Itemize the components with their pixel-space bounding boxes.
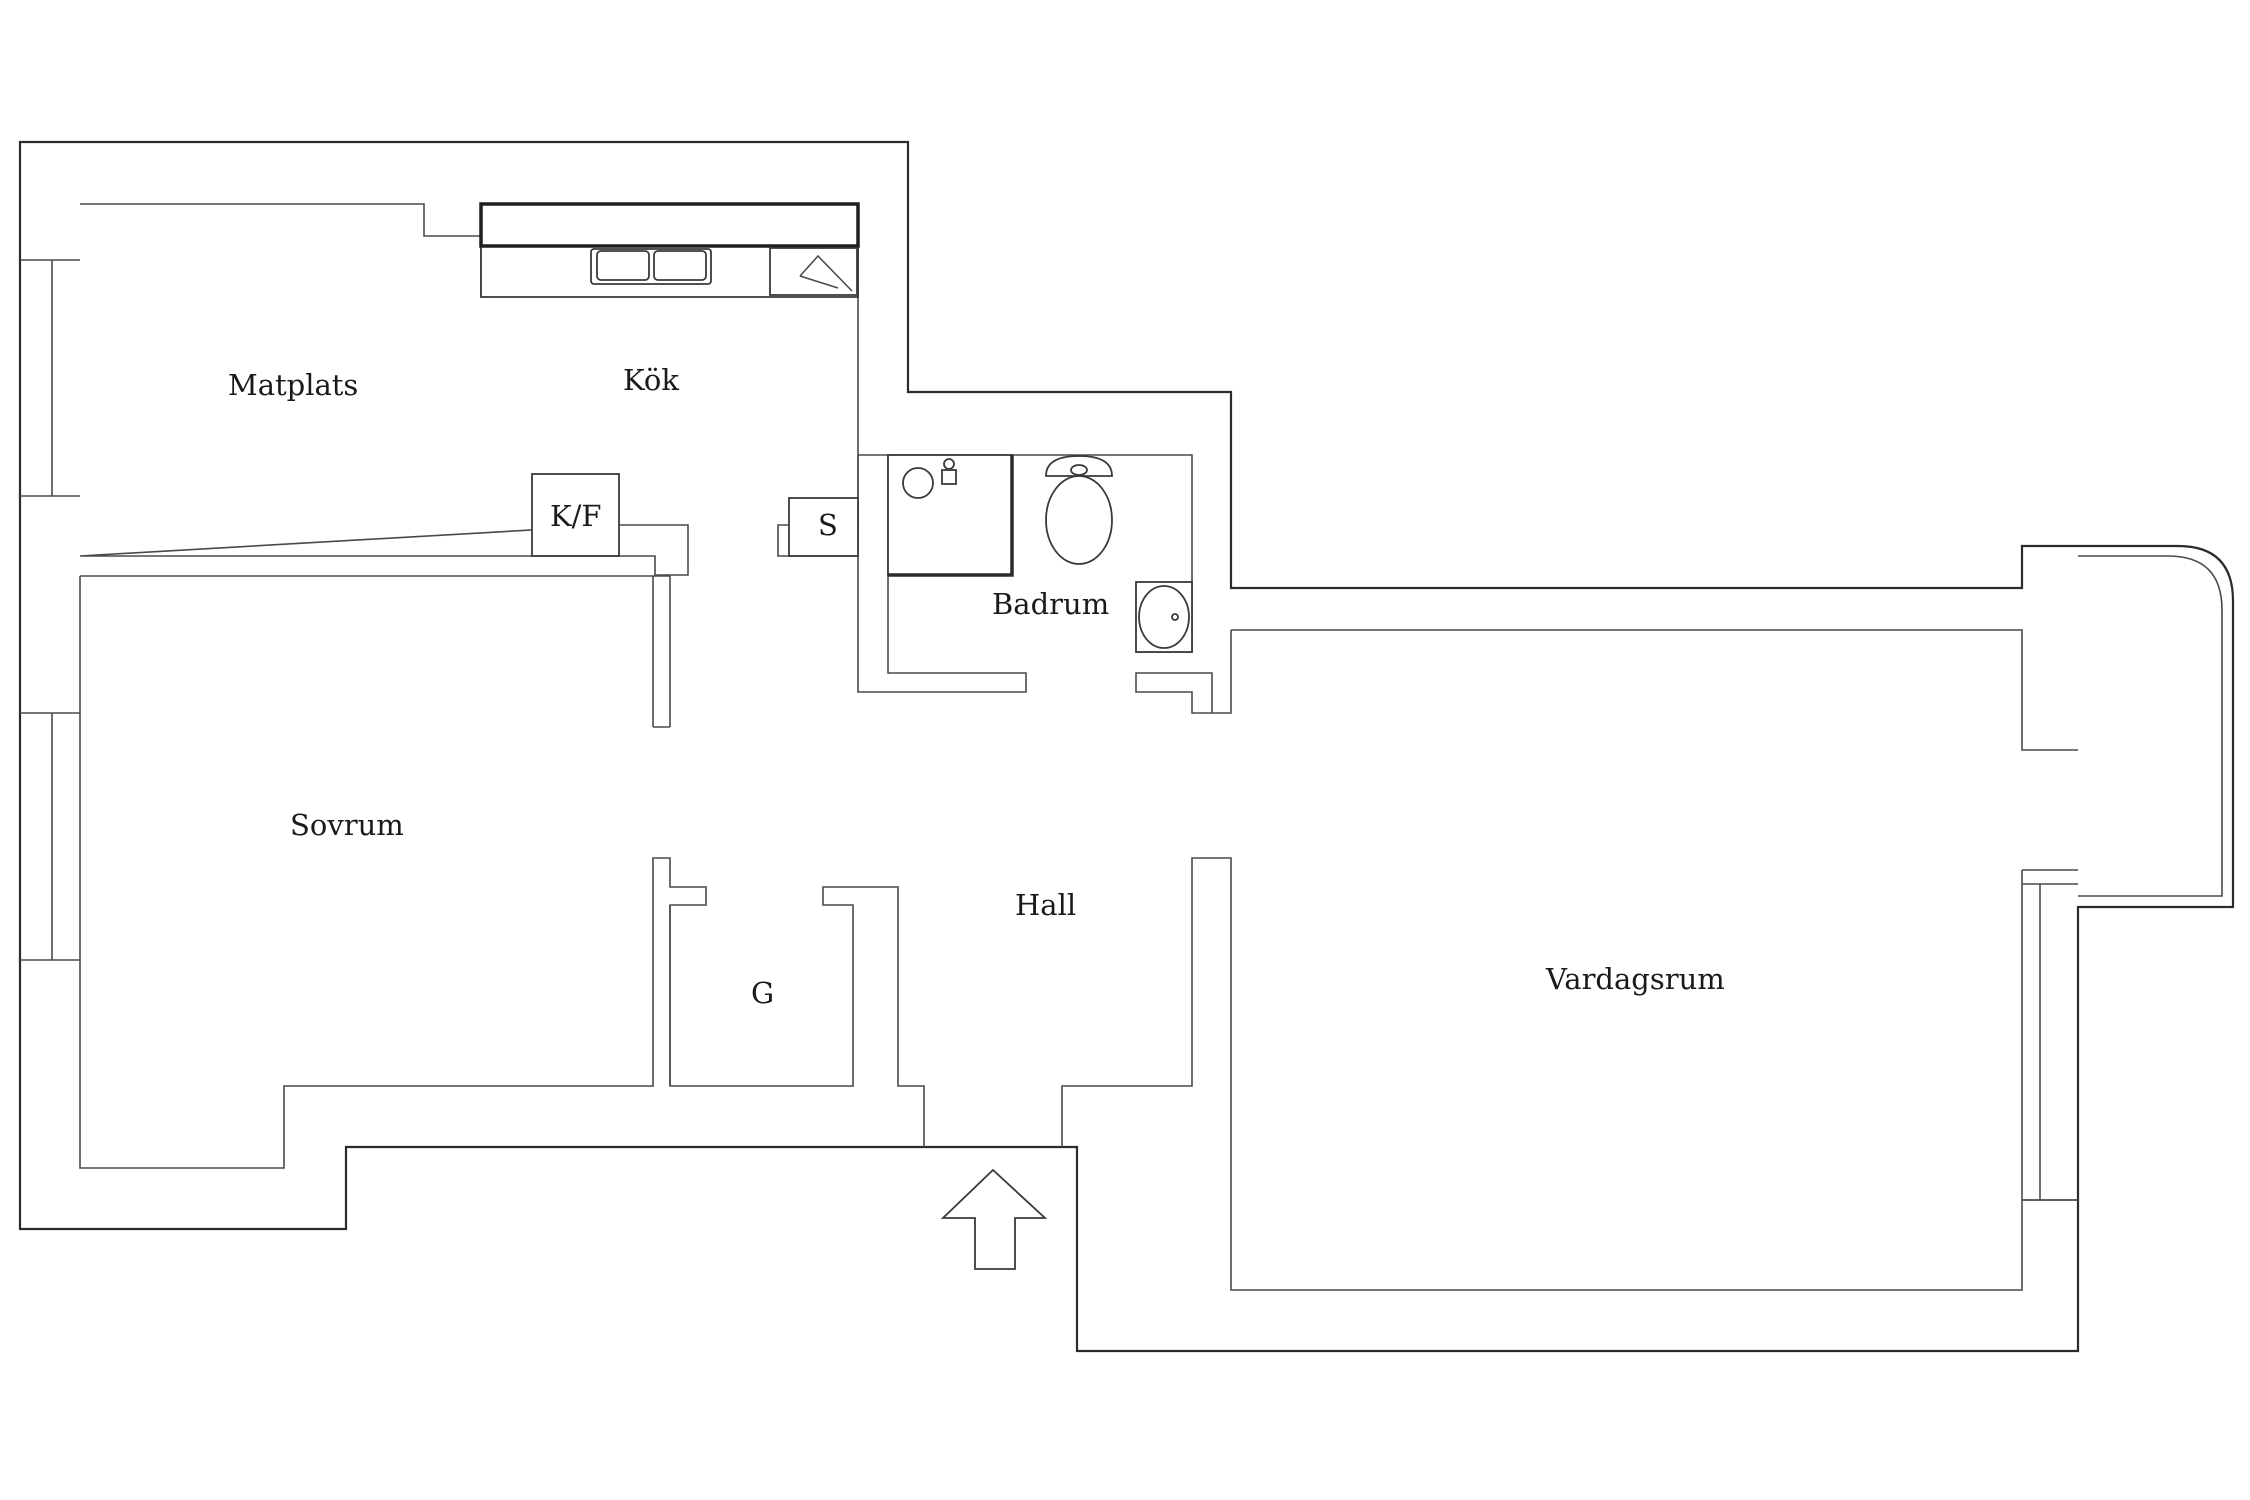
room-label-matplats: Matplats [228,368,358,402]
room-label-kf: K/F [550,499,602,533]
window-dining [20,259,80,497]
balcony [2078,555,2223,897]
up-arrow-icon [940,1168,1048,1270]
shower-edge [888,455,1014,577]
window-living [2022,869,2078,1201]
kitchen-counter-back [479,202,860,248]
room-label-kok: Kök [623,363,679,397]
window-bedroom [20,712,80,961]
hall-wall [1061,857,2078,1291]
washbasin-tap [1171,613,1179,621]
room-label-s: S [818,508,838,542]
living-wall [1135,629,2078,751]
fridge-box [531,473,620,557]
bedroom-wall [79,575,707,1169]
room-label-hall: Hall [1015,888,1076,922]
shower-head-icon [941,469,957,485]
shower-knob [943,458,955,470]
stove-mark [799,254,853,292]
room-label-badrum: Badrum [992,587,1109,621]
washbasin-icon [1138,585,1190,649]
shower-drain-icon [902,467,934,499]
outer-wall [18,140,2235,1353]
room-label-sovrum: Sovrum [290,808,404,842]
room-label-g: G [751,976,774,1010]
sink-basin-right [653,250,707,281]
storage-box [788,497,859,557]
toilet-icon [1045,475,1113,565]
closet-wall [669,886,925,1147]
room-label-vardagsrum: Vardagsrum [1545,962,1725,996]
toilet-seat [1070,464,1088,476]
stove-icon [769,247,858,296]
sink-basin-left [596,250,650,281]
